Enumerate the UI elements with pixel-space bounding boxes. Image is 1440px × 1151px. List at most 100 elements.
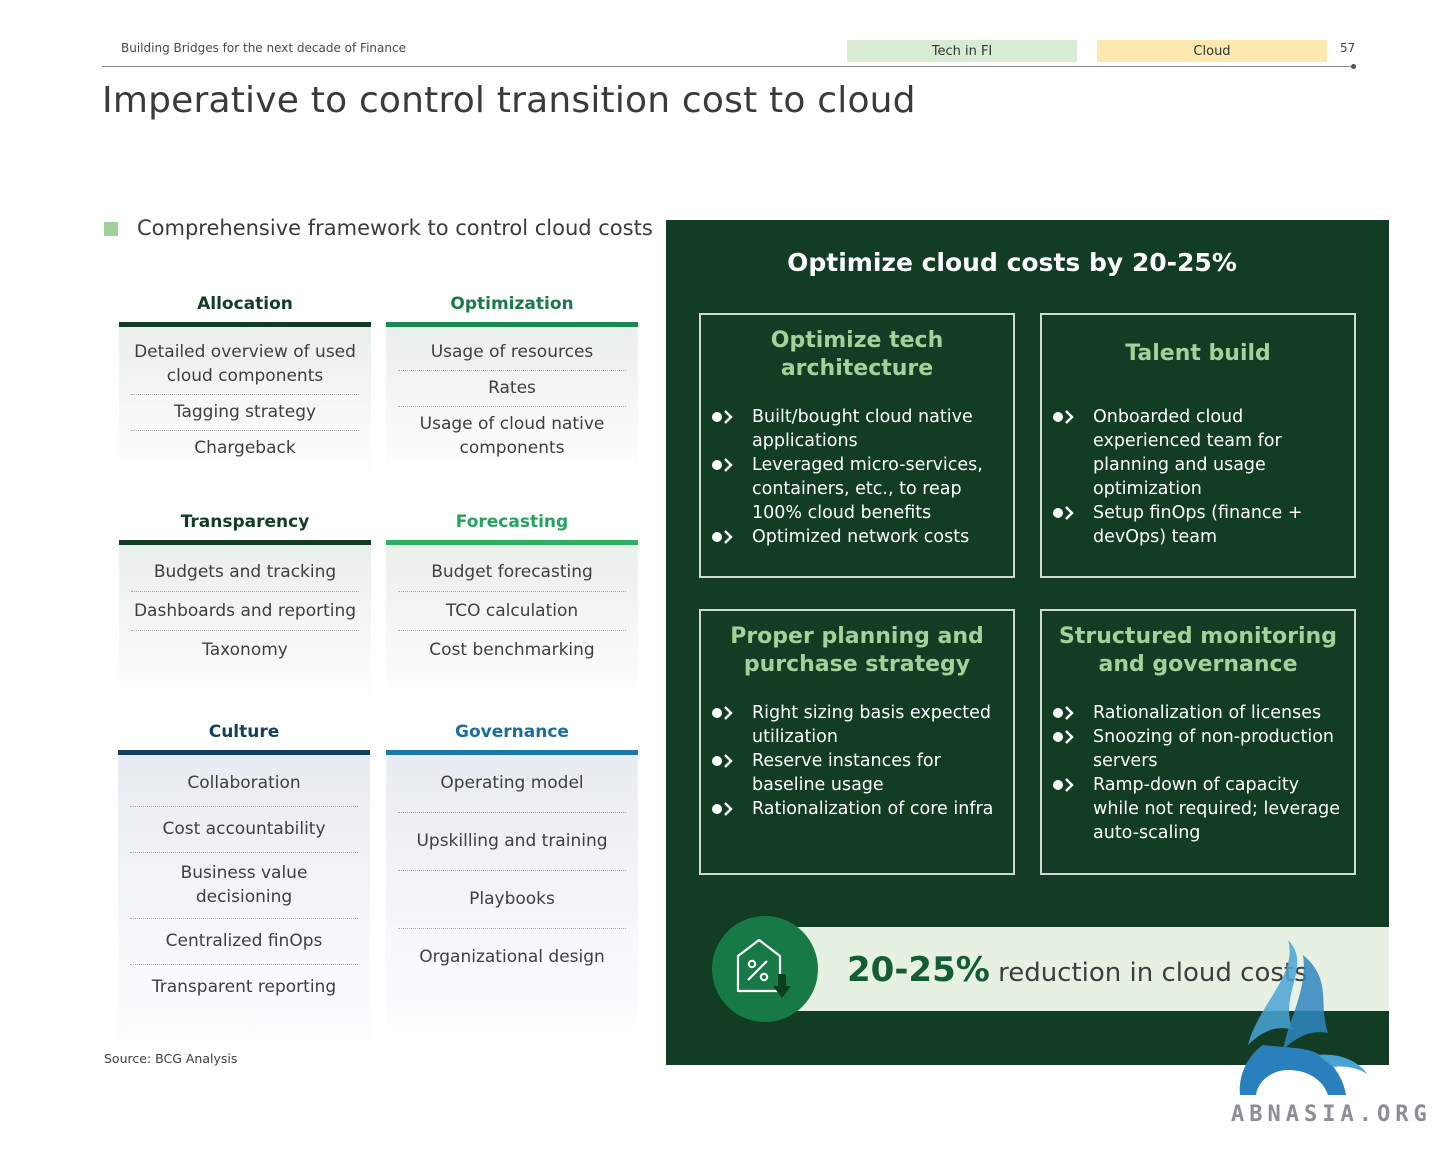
- card-forecasting-body: Budget forecasting TCO calculation Cost …: [386, 545, 638, 705]
- list-item: Setup finOps (finance + devOps) team: [1052, 501, 1346, 549]
- result-icon-circle: [712, 916, 818, 1022]
- page-title: Imperative to control transition cost to…: [102, 80, 916, 121]
- list-item: Onboarded cloud experienced team for pla…: [1052, 405, 1346, 501]
- bullet-text: Setup finOps (finance + devOps) team: [1093, 503, 1303, 547]
- card-item: Detailed overview of used cloud componen…: [131, 335, 359, 395]
- card-allocation-label: Allocation: [197, 294, 293, 314]
- card-item: Operating model: [398, 761, 626, 813]
- arrow-bullet-icon: [712, 802, 733, 816]
- header-divider-dot: [1351, 64, 1356, 69]
- card-transparency-label: Transparency: [180, 512, 310, 532]
- arrow-bullet-icon: [1053, 506, 1074, 520]
- card-item: Dashboards and reporting: [131, 592, 359, 631]
- section-tag-tech: Tech in FI: [847, 40, 1077, 62]
- box-talent-list: Onboarded cloud experienced team for pla…: [1052, 405, 1346, 549]
- bullet-text: Snoozing of non-production servers: [1093, 727, 1335, 771]
- card-transparency-bar: [119, 540, 371, 545]
- arrow-bullet-icon: [1053, 706, 1074, 720]
- card-item: Transparent reporting: [151, 977, 337, 997]
- card-optimization-body: Usage of resources Rates Usage of cloud …: [386, 327, 638, 477]
- box-planning-title: Proper planning and purchase strategy: [730, 624, 984, 677]
- framework-title: Comprehensive framework to control cloud…: [137, 216, 653, 240]
- box-monitoring-title: Structured monitoring and governance: [1059, 624, 1337, 677]
- box-planning-list: Right sizing basis expected utilization …: [711, 701, 1005, 821]
- card-governance: Governance Operating model Upskilling an…: [386, 719, 638, 1055]
- card-allocation-bar: [119, 322, 371, 327]
- arrow-bullet-icon: [712, 706, 733, 720]
- card-forecasting-label: Forecasting: [455, 512, 569, 532]
- box-monitoring-governance: Structured monitoring and governance Rat…: [1040, 609, 1356, 875]
- card-item: Centralized finOps: [130, 919, 358, 965]
- result-label: reduction in cloud costs: [998, 958, 1308, 988]
- card-culture-label: Culture: [208, 722, 280, 742]
- arrow-bullet-icon: [1053, 778, 1074, 792]
- card-item: Chargeback: [194, 438, 296, 458]
- bullet-text: Built/bought cloud native applications: [752, 407, 973, 451]
- card-item: Usage of cloud native components: [419, 414, 605, 458]
- bullet-text: Ramp-down of capacity while not required…: [1093, 775, 1341, 843]
- percent-tag-down-icon: [736, 938, 791, 998]
- panel-title: Optimize cloud costs by 20-25%: [787, 248, 1237, 277]
- document-name: Building Bridges for the next decade of …: [121, 41, 406, 55]
- list-item: Optimized network costs: [711, 525, 1005, 549]
- list-item: Snoozing of non-production servers: [1052, 725, 1346, 773]
- header-divider: [102, 66, 1355, 67]
- card-item: Budget forecasting: [398, 553, 626, 592]
- card-optimization-label: Optimization: [450, 294, 574, 314]
- card-item: Cost accountability: [130, 807, 358, 853]
- card-item: Rates: [398, 371, 626, 407]
- card-item: Tagging strategy: [131, 395, 359, 431]
- card-forecasting: Forecasting Budget forecasting TCO calcu…: [386, 509, 638, 705]
- griffin-logo-icon: [1239, 940, 1368, 1095]
- arrow-bullet-icon: [712, 754, 733, 768]
- box-talent-build: Talent build Onboarded cloud experienced…: [1040, 313, 1356, 578]
- card-item: Upskilling and training: [398, 813, 626, 871]
- bullet-text: Reserve instances for baseline usage: [752, 751, 941, 795]
- card-governance-label: Governance: [455, 722, 569, 742]
- result-value: 20-25%: [847, 950, 990, 990]
- bullet-text: Leveraged micro-services, containers, et…: [752, 455, 983, 523]
- card-governance-body: Operating model Upskilling and training …: [386, 755, 638, 1055]
- card-transparency-body: Budgets and tracking Dashboards and repo…: [119, 545, 371, 705]
- arrow-bullet-icon: [712, 530, 733, 544]
- bullet-text: Rationalization of core infra: [752, 799, 994, 819]
- card-allocation-body: Detailed overview of used cloud componen…: [119, 327, 371, 477]
- bullet-text: Rationalization of licenses: [1093, 703, 1322, 723]
- list-item: Ramp-down of capacity while not required…: [1052, 773, 1346, 845]
- bullet-text: Onboarded cloud experienced team for pla…: [1093, 407, 1282, 499]
- card-allocation: Allocation Detailed overview of used clo…: [119, 291, 371, 477]
- card-optimization: Optimization Usage of resources Rates Us…: [386, 291, 638, 477]
- card-item: Business value decisioning: [130, 853, 358, 919]
- list-item: Right sizing basis expected utilization: [711, 701, 1005, 749]
- card-item: Taxonomy: [202, 640, 288, 660]
- box-tech-architecture: Optimize tech architecture Built/bought …: [699, 313, 1015, 578]
- box-talent-title: Talent build: [1125, 341, 1271, 366]
- card-item: Collaboration: [130, 761, 358, 807]
- arrow-bullet-icon: [712, 458, 733, 472]
- bullet-text: Right sizing basis expected utilization: [752, 703, 991, 747]
- box-tech-list: Built/bought cloud native applications L…: [711, 405, 1005, 549]
- card-item: Usage of resources: [398, 335, 626, 371]
- card-culture-bar: [118, 750, 370, 755]
- arrow-bullet-icon: [712, 410, 733, 424]
- list-item: Built/bought cloud native applications: [711, 405, 1005, 453]
- bullet-text: Optimized network costs: [752, 527, 970, 547]
- card-culture-body: Collaboration Cost accountability Busine…: [118, 755, 370, 1065]
- card-culture: Culture Collaboration Cost accountabilit…: [118, 719, 370, 1065]
- card-governance-bar: [386, 750, 638, 755]
- box-planning-strategy: Proper planning and purchase strategy Ri…: [699, 609, 1015, 875]
- framework-marker-icon: [104, 222, 118, 236]
- list-item: Rationalization of licenses: [1052, 701, 1346, 725]
- section-tag-cloud: Cloud: [1097, 40, 1327, 62]
- box-monitoring-list: Rationalization of licenses Snoozing of …: [1052, 701, 1346, 845]
- arrow-bullet-icon: [1053, 730, 1074, 744]
- list-item: Rationalization of core infra: [711, 797, 1005, 821]
- list-item: Leveraged micro-services, containers, et…: [711, 453, 1005, 525]
- arrow-bullet-icon: [1053, 410, 1074, 424]
- optimization-panel: Optimize cloud costs by 20-25% Optimize …: [666, 220, 1389, 1065]
- watermark-text: ABNASIA.ORG: [1231, 1102, 1432, 1127]
- card-item: TCO calculation: [398, 592, 626, 631]
- card-transparency: Transparency Budgets and tracking Dashbo…: [119, 509, 371, 705]
- card-item: Organizational design: [419, 947, 605, 967]
- card-item: Playbooks: [398, 871, 626, 929]
